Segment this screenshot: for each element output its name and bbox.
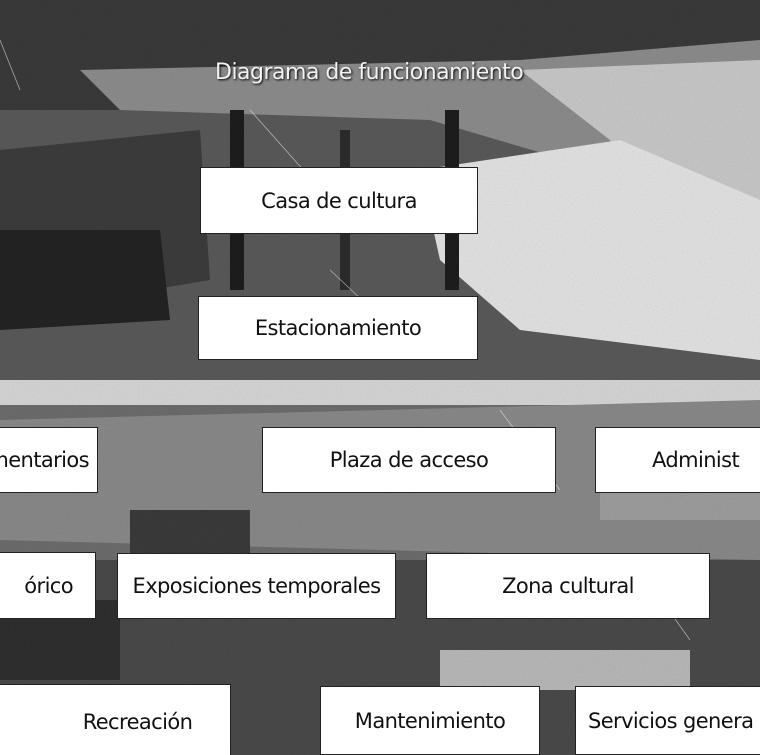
node-administracion: Administ — [595, 427, 760, 493]
node-label: órico — [24, 573, 73, 598]
node-label: Zona cultural — [502, 574, 634, 598]
node-label: Recreación — [82, 709, 193, 734]
diagram-title: Diagrama de funcionamiento — [215, 60, 524, 85]
node-historico: órico — [0, 552, 96, 619]
node-recreacion: Recreación — [0, 684, 231, 755]
node-label: Casa de cultura — [261, 188, 417, 213]
node-plaza-de-acceso: Plaza de acceso — [262, 427, 556, 493]
node-label: Exposiciones temporales — [132, 574, 382, 598]
node-label: Mantenimiento — [354, 708, 506, 733]
node-complementarios: mentarios — [0, 427, 98, 493]
node-label: Administ — [652, 448, 740, 472]
node-label: Servicios genera — [588, 708, 754, 733]
node-servicios-generales: Servicios genera — [575, 686, 760, 755]
node-estacionamiento: Estacionamiento — [198, 296, 478, 360]
node-label: mentarios — [0, 448, 90, 472]
node-mantenimiento: Mantenimiento — [320, 686, 540, 755]
node-casa-de-cultura: Casa de cultura — [200, 167, 478, 234]
node-label: Plaza de acceso — [329, 448, 489, 472]
node-label: Estacionamiento — [254, 316, 422, 340]
node-zona-cultural: Zona cultural — [426, 553, 710, 619]
node-exposiciones-temporales: Exposiciones temporales — [117, 553, 396, 619]
